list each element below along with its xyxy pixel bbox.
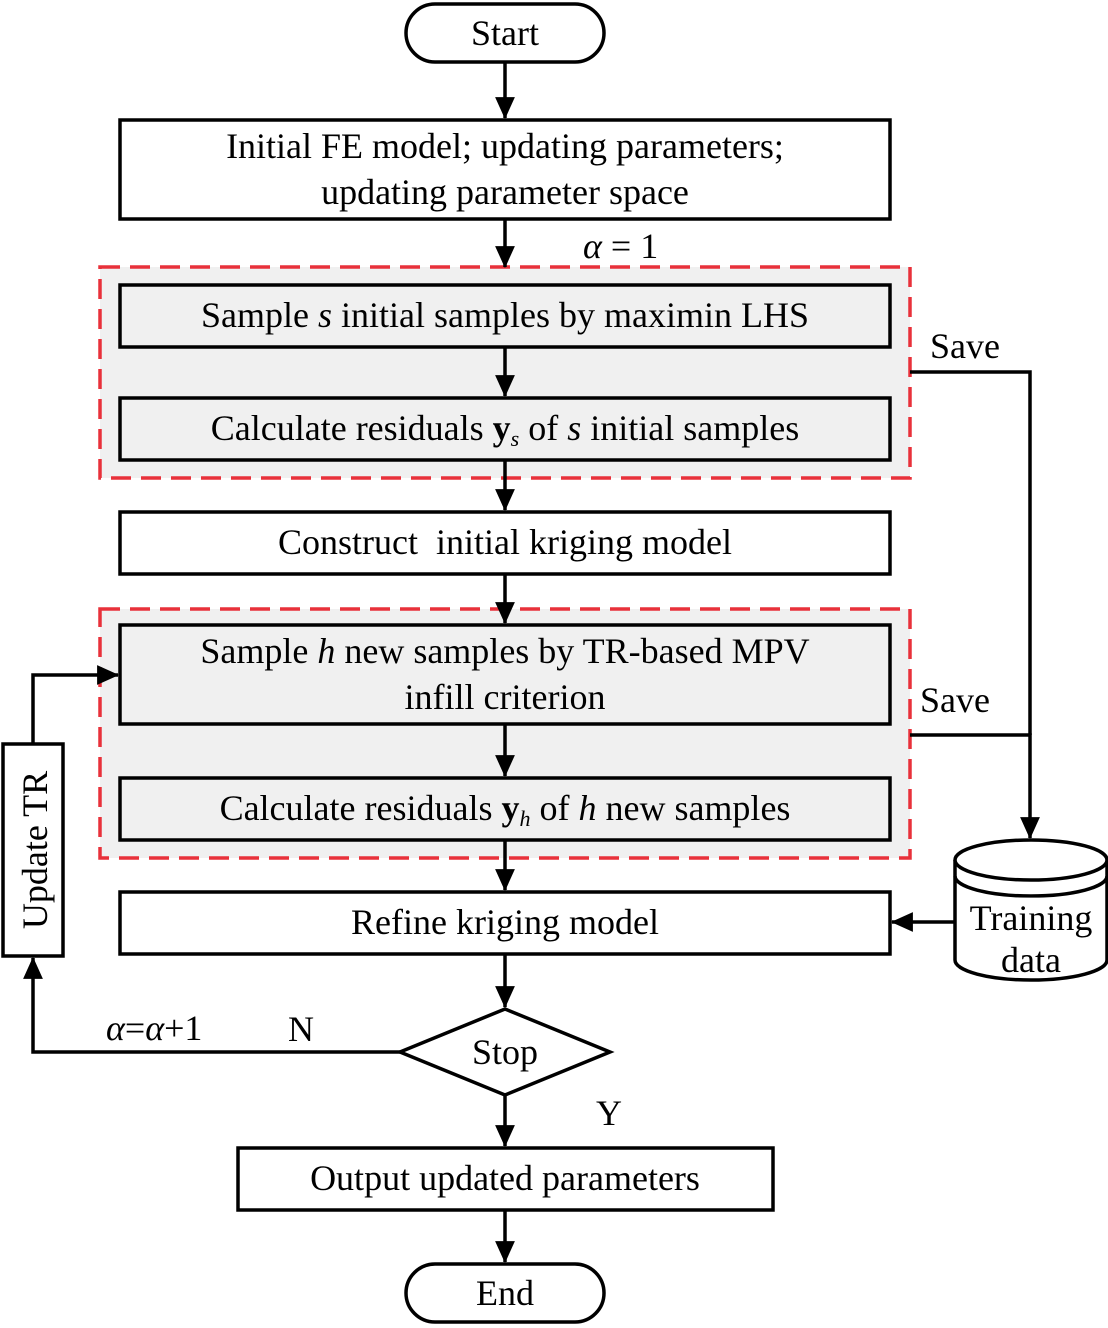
sample-initial-label: Sample s initial samples by maximin LHS	[201, 295, 809, 335]
save-label-bottom: Save	[920, 680, 990, 720]
training-data-cylinder	[953, 860, 1108, 982]
start-label: Start	[471, 13, 539, 53]
save-label-top: Save	[930, 326, 1000, 366]
sample-new-label-2: infill criterion	[405, 677, 606, 717]
sample-new-box	[118, 623, 892, 726]
refine-box	[118, 890, 892, 956]
initial-model-label-2: updating parameter space	[321, 172, 689, 212]
sample-initial-box	[118, 283, 892, 349]
training-data-label-1: Training	[970, 898, 1093, 938]
end-terminal	[404, 1262, 606, 1324]
refine-label: Refine kriging model	[351, 902, 659, 942]
loop-line-no	[23, 956, 400, 1054]
calc-new-box	[118, 776, 892, 842]
stop-label: Stop	[472, 1032, 538, 1072]
output-label: Output updated parameters	[310, 1158, 700, 1198]
end-label: End	[476, 1273, 534, 1313]
no-label: N	[288, 1009, 314, 1049]
alpha-init-label: α = 1	[583, 226, 658, 266]
save-line-bottom	[910, 733, 1040, 840]
alpha-increment-label: α=α+1	[106, 1008, 202, 1048]
initial-model-box	[118, 118, 892, 221]
training-data-label-2: data	[1001, 940, 1061, 980]
training-data-cylinder-top	[953, 838, 1108, 882]
calc-new-label: Calculate residuals yh of h new samples	[220, 788, 791, 831]
initial-model-label-1: Initial FE model; updating parameters;	[226, 126, 784, 166]
construct-label: Construct initial kriging model	[278, 522, 732, 562]
sample-new-label-1: Sample h new samples by TR-based MPV	[200, 631, 809, 671]
update-tr-label: Update TR	[15, 771, 55, 929]
calc-initial-label: Calculate residuals ys of s initial samp…	[211, 408, 799, 451]
save-line-top	[910, 370, 1032, 735]
output-box	[236, 1146, 775, 1212]
construct-box	[118, 510, 892, 576]
yes-label: Y	[596, 1093, 622, 1133]
loop-line-update	[31, 665, 120, 744]
